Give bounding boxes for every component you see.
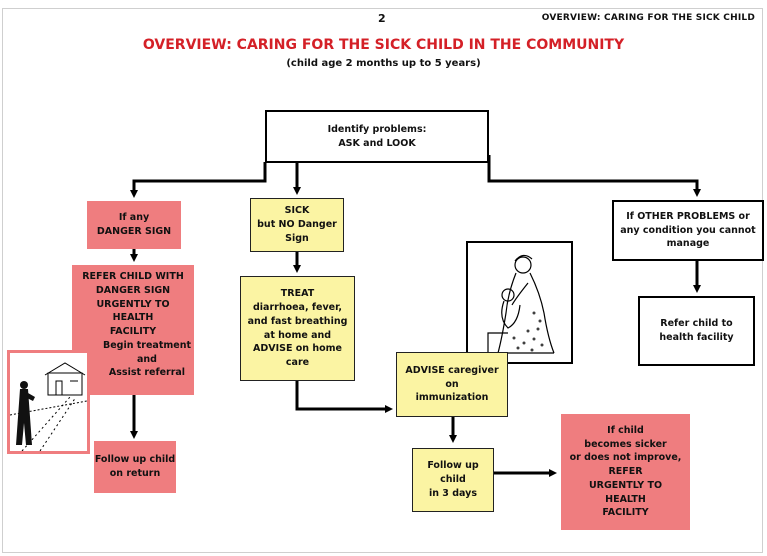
sicker-line-6: HEALTH [605,493,646,505]
sicker-line-1: If child [607,424,644,436]
danger-line-2: DANGER SIGN [96,226,172,237]
page-title: OVERVIEW: CARING FOR THE SICK CHILD IN T… [142,37,625,53]
connector-identify-to-other [487,155,701,197]
identify-line-2: ASK and LOOK [338,137,416,149]
refer-danger-line-2: DANGER SIGN [95,284,171,296]
refer-facility-line-2: health facility [659,332,734,343]
refer-danger-line-8: Assist referral [108,367,186,379]
follow-up-return-box: Follow up child on return [94,441,176,493]
treat-line-3: and fast breathing [247,315,348,327]
other-line-2: any condition you cannot [620,224,756,236]
sick-line-1: SICK [284,205,310,217]
advise-line-1: ADVISE caregiver [405,364,499,376]
refer-facility-line-1: Refer child to [660,318,733,330]
running-header: OVERVIEW: CARING FOR THE SICK CHILD [541,13,755,23]
sick-no-danger-box: SICK but NO Danger Sign [250,198,344,252]
refer-danger-line-1: REFER CHILD WITH [82,271,184,282]
sicker-line-7: FACILITY [602,507,649,519]
mother-child-illustration [466,241,573,364]
other-line-3: manage [666,238,710,250]
identify-problems-box: Identify problems: ASK and LOOK [265,110,489,163]
follow-up-3days-box: Follow up child in 3 days [412,448,494,512]
sicker-line-5: URGENTLY TO [588,479,663,491]
treat-line-5: ADVISE on home [253,343,342,355]
page-number: 2 [378,12,386,25]
danger-line-1: If any [118,212,150,224]
sicker-line-2: becomes sicker [584,438,667,450]
advise-line-2: on [445,378,459,390]
treat-box: TREAT diarrhoea, fever, and fast breathi… [240,276,355,381]
sicker-line-4: REFER [608,466,643,478]
follow3-line-1: Follow up child [427,460,479,486]
other-line-1: If OTHER PROBLEMS or [626,210,750,222]
referral-illustration [7,350,90,454]
refer-danger-line-3: URGENTLY TO [96,298,170,310]
refer-facility-box: Refer child to health facility [638,296,755,366]
sick-line-2: but NO Danger [257,219,337,231]
mother-holding-child-icon [487,254,555,354]
sicker-line-3: or does not improve, [569,452,682,464]
sick-line-3: Sign [285,232,309,244]
advise-line-3: immunization [415,392,489,404]
connector-identify-to-danger [130,162,267,198]
refer-danger-line-7: and [137,353,157,365]
follow3-line-2: in 3 days [428,487,477,499]
treat-line-4: at home and [263,329,332,341]
page-border [2,8,763,553]
treat-line-1: TREAT [280,288,315,300]
follow-return-line-2: on return [109,468,161,479]
advise-immunization-box: ADVISE caregiver on immunization [396,352,508,417]
sicker-refer-box: If child becomes sicker or does not impr… [561,414,690,530]
identify-line-1: Identify problems: [327,123,427,135]
other-problems-box: If OTHER PROBLEMS or any condition you c… [612,200,764,261]
refer-danger-line-4: HEALTH [112,312,154,324]
refer-danger-line-5: FACILITY [109,326,157,338]
danger-sign-box: If any DANGER SIGN [87,201,181,249]
follow-return-line-1: Follow up child [94,454,176,466]
treat-line-2: diarrhoea, fever, [252,301,342,313]
connector-treat-to-advise [295,381,393,413]
refer-danger-line-6: Begin treatment [102,339,192,351]
walking-to-clinic-icon [9,362,88,452]
treat-line-6: care [285,357,310,369]
refer-danger-box: REFER CHILD WITH DANGER SIGN URGENTLY TO… [72,265,194,395]
page-subtitle: (child age 2 months up to 5 years) [286,58,481,69]
